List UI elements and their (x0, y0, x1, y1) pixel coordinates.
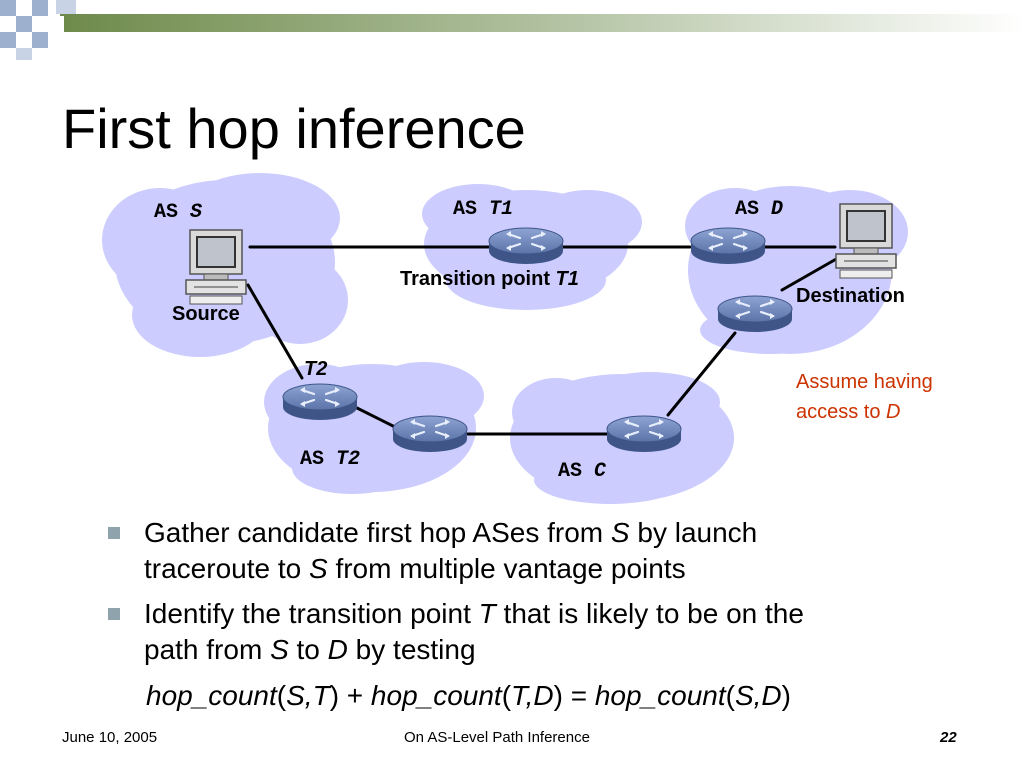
as-s-label: AS S (154, 201, 202, 224)
network-diagram: AS S AS T1 AS D AS T2 AS C Source Destin… (102, 173, 933, 504)
link-c-d (666, 331, 737, 417)
router-as-d-lower (716, 294, 794, 334)
link-t2-internal (351, 404, 399, 430)
footer-page-number: 22 (940, 729, 957, 746)
bullet-square-icon (108, 608, 120, 620)
as-t1-label: AS T1 (453, 198, 513, 221)
router-as-t2-edge (391, 414, 469, 454)
footer-title: On AS-Level Path Inference (404, 729, 590, 746)
router-as-d-top (689, 226, 767, 266)
destination-computer-icon (835, 203, 897, 279)
as-t2-label: AS T2 (300, 448, 360, 471)
router-t2 (281, 382, 359, 422)
router-as-c (605, 414, 683, 454)
as-c-label: AS C (558, 460, 607, 483)
access-note-line2: access to D (796, 401, 901, 423)
hop-count-formula: hop_count(S,T) + hop_count(T,D) = hop_co… (146, 680, 791, 711)
destination-label: Destination (796, 285, 905, 307)
router-t1 (487, 226, 565, 266)
source-label: Source (172, 303, 240, 325)
bullet-1-line-2: traceroute to S from multiple vantage po… (144, 553, 686, 584)
header-bar (0, 0, 1024, 60)
slide-title: First hop inference (62, 97, 526, 160)
t2-label: T2 (304, 358, 327, 380)
as-d-label: AS D (735, 198, 783, 221)
header-checker-squares (0, 0, 76, 60)
bullet-2-line-2: path from S to D by testing (144, 634, 476, 665)
footer-date: June 10, 2005 (62, 729, 158, 746)
bullet-1-line-1: Gather candidate first hop ASes from S b… (144, 517, 758, 548)
link-source-t2 (246, 283, 304, 380)
source-computer-icon (185, 229, 247, 305)
link-destination-router (780, 256, 840, 292)
bullet-2-line-1: Identify the transition point T that is … (144, 598, 804, 629)
bullet-square-icon (108, 527, 120, 539)
access-note-line1: Assume having (796, 371, 933, 393)
transition-point-t1-label: Transition point T1 (400, 268, 579, 290)
